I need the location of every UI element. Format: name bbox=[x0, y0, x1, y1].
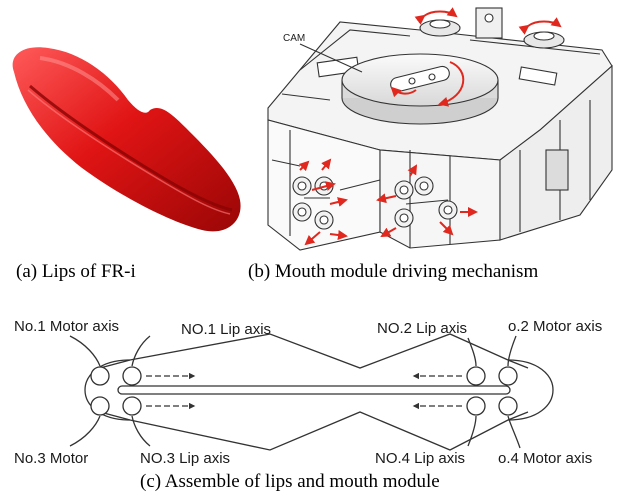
leader-motor2 bbox=[507, 335, 517, 367]
leader-lip1 bbox=[131, 335, 151, 367]
upper-lip-outline bbox=[99, 333, 529, 369]
arrow-k5 bbox=[304, 231, 321, 246]
cam-label: CAM bbox=[283, 33, 306, 44]
cam-leader bbox=[299, 43, 363, 73]
arrow-k10 bbox=[439, 221, 454, 236]
motor3-axis-circle bbox=[90, 396, 110, 416]
motor2-axis-circle bbox=[498, 366, 518, 386]
leader-lip3 bbox=[131, 415, 151, 447]
lip-axis-knobs bbox=[292, 176, 458, 230]
center-slot bbox=[117, 385, 511, 395]
lip4-axis-circle bbox=[466, 396, 486, 416]
arrow-k7 bbox=[376, 193, 397, 204]
cam-slot bbox=[390, 65, 450, 93]
lip3-axis-circle bbox=[122, 396, 142, 416]
top-motor-left-cap bbox=[429, 19, 451, 29]
left-box-edges bbox=[271, 130, 381, 236]
leader-motor4 bbox=[507, 415, 521, 449]
lip-highlight bbox=[39, 56, 120, 102]
center-box bbox=[379, 149, 501, 249]
motor1-axis-circle bbox=[90, 366, 110, 386]
arrow-k1 bbox=[298, 160, 310, 172]
arrow-top-right bbox=[518, 17, 562, 35]
top-block bbox=[475, 7, 503, 39]
arrow-k2 bbox=[321, 158, 332, 171]
label-lip1-axis: NO.1 Lip axis bbox=[181, 321, 272, 338]
leader-lip4 bbox=[467, 415, 477, 447]
cam-pin bbox=[408, 77, 416, 85]
lip-body bbox=[12, 47, 241, 232]
right-motor bbox=[545, 149, 569, 191]
motion-arrows bbox=[298, 7, 562, 246]
leader-motor3 bbox=[69, 415, 101, 447]
left-end bbox=[84, 359, 131, 421]
lower-lip-outline bbox=[99, 411, 529, 451]
arrow-k3 bbox=[311, 181, 336, 191]
label-lip3-axis: NO.3 Lip axis bbox=[140, 450, 231, 467]
leader-motor1 bbox=[69, 335, 101, 367]
label-motor4-axis: o.4 Motor axis bbox=[498, 450, 593, 467]
right-end bbox=[507, 359, 554, 421]
arrow-cam-rotate bbox=[438, 61, 465, 107]
arrow-cam-inner bbox=[390, 86, 417, 98]
label-motor1-axis: No.1 Motor axis bbox=[14, 318, 120, 335]
frame-slot-right bbox=[518, 66, 558, 86]
arrow-top-left bbox=[414, 7, 458, 25]
lip-seam-highlight bbox=[27, 89, 231, 215]
assembly-schematic bbox=[69, 333, 554, 451]
caption-b: (b) Mouth module driving mechanism bbox=[248, 261, 539, 282]
lip1-axis-circle bbox=[122, 366, 142, 386]
arrow-k4 bbox=[329, 197, 348, 207]
mouth-mechanism-drawing bbox=[267, 7, 613, 251]
caption-c: (c) Assemble of lips and mouth module bbox=[140, 471, 440, 492]
label-lip2-axis: NO.2 Lip axis bbox=[377, 320, 468, 337]
label-motor2-axis: o.2 Motor axis bbox=[508, 318, 603, 335]
top-motor-right-cap bbox=[533, 31, 555, 41]
lips-red-model bbox=[12, 47, 241, 232]
arrow-k9 bbox=[380, 227, 397, 237]
knob-bars bbox=[304, 197, 449, 205]
arrow-k6 bbox=[329, 230, 348, 240]
cam-pin-2 bbox=[428, 73, 436, 81]
motor4-axis-circle bbox=[498, 396, 518, 416]
lip-seam bbox=[29, 84, 233, 212]
caption-a: (a) Lips of FR-i bbox=[16, 261, 136, 282]
arrow-k8 bbox=[407, 164, 418, 177]
label-lip4-axis: NO.4 Lip axis bbox=[375, 450, 466, 467]
lip2-axis-circle bbox=[466, 366, 486, 386]
label-motor3: No.3 Motor bbox=[14, 450, 89, 467]
leader-lip2 bbox=[467, 337, 477, 367]
top-block-hole bbox=[484, 13, 494, 23]
